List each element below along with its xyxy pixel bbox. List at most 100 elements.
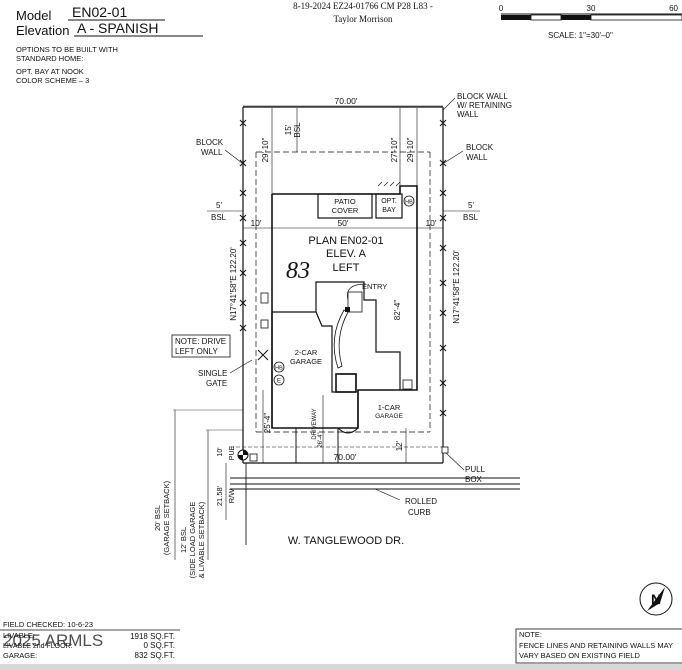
driveway-length-dim: 26'-4" [318, 432, 324, 447]
rear-bsl-dim: 15' [284, 124, 293, 135]
side-left-dim: 10' [250, 218, 261, 228]
block-wall-right-2: WALL [466, 153, 488, 162]
patio-label-1: PATIO [334, 197, 356, 206]
model-label: Model [16, 8, 52, 23]
bsl-side-3: & LIVABLE SETBACK) [197, 501, 206, 578]
right-bearing: N17°41'58"E 122.20' [452, 250, 461, 324]
single-gate [229, 349, 269, 374]
front-left-dim: 25'-4" [263, 413, 272, 434]
hose-bib-top [403, 195, 415, 207]
plan-name: PLAN EN02-01 [308, 235, 383, 247]
scale-tick-30: 30 [587, 4, 596, 13]
house-footprint [271, 185, 418, 429]
entry-label: ENTRY [362, 282, 387, 291]
livable2nd-value: 0 SQ.FT. [143, 641, 175, 650]
side-right-dim: 10' [425, 218, 436, 228]
single-gate-label-1: SINGLE [198, 369, 227, 378]
watermark: 2025 ARMLS [3, 631, 103, 650]
hose-bib-left-label: HB [275, 366, 283, 372]
elevation-label: Elevation [16, 23, 69, 38]
note-drive-2: LEFT ONLY [175, 347, 218, 356]
lot-boundary [242, 106, 444, 464]
street-name: W. TANGLEWOOD DR. [288, 535, 404, 547]
left-bearing: N17°41'58"E 122.20' [229, 247, 238, 321]
field-checked: FIELD CHECKED: 10-6-23 [3, 620, 93, 629]
opt-bay-label-2: BAY [382, 207, 396, 214]
hose-bib-top-label: HB [405, 200, 413, 206]
bsl-right-dim: 5' [468, 201, 474, 210]
rw-label: R/W [227, 488, 236, 504]
block-wall-left-2: WALL [201, 148, 223, 157]
bsl-garage-1: 20' BSL [153, 505, 162, 531]
livable-value: 1918 SQ.FT. [130, 632, 175, 641]
note-box [515, 628, 682, 664]
rear-left-dim: 29'-10" [261, 137, 270, 162]
pull-box-label-1: PULL [465, 465, 486, 474]
patio-cover [317, 193, 373, 219]
driveway-label: DRIVEWAY [312, 408, 318, 439]
electric-meter-label: E [277, 379, 281, 385]
livable2nd-label: LIVABLE 2nd FLOOR: [3, 643, 73, 650]
opt-bay [375, 193, 403, 219]
model-value: EN02-01 [72, 4, 127, 20]
front-right-dim: 12' [395, 440, 404, 451]
house-depth-dim: 82'-4" [393, 300, 402, 321]
note-drive-box [171, 334, 231, 358]
block-wall-left-1: BLOCK [196, 138, 224, 147]
pue-label: PUE [229, 445, 236, 460]
bsl-left-dim: 5' [216, 201, 222, 210]
note-line-2: VARY BASED ON EXISTING FIELD [519, 651, 640, 660]
block-wall-right-1: BLOCK [466, 143, 494, 152]
scale-bar: 0 30 60 SCALE: 1"=30'–0" [499, 4, 682, 40]
hose-bib-left [273, 361, 285, 373]
rolled-curb-label-2: CURB [408, 508, 431, 517]
builder-name: Taylor Morrison [333, 14, 393, 24]
garage1-label-2: GARAGE [375, 413, 403, 420]
bsl-right: BSL [463, 213, 479, 222]
scale-tick-0: 0 [499, 4, 504, 13]
bottom-width-dim: 70.00' [334, 452, 357, 462]
garage-value: 832 SQ.FT. [135, 651, 175, 660]
note-drive-1: NOTE: DRIVE [175, 337, 226, 346]
pue-dim: 10' [217, 447, 224, 456]
pull-box [441, 446, 449, 454]
livable-label: LIVABLE: [3, 631, 35, 640]
note-line-1: FENCE LINES AND RETAINING WALLS MAY [519, 641, 673, 650]
elevation-value: A - SPANISH [77, 20, 158, 36]
bsl-side-2: (SIDE LOAD GARAGE [188, 502, 197, 579]
note-title: NOTE: [519, 630, 542, 639]
bsl-garage-2: (GARAGE SETBACK) [162, 480, 171, 555]
opt-bay-label-1: OPT. [381, 198, 397, 205]
rear-mid-dim: 27'-10" [390, 137, 399, 162]
patio-label-2: COVER [332, 206, 359, 215]
block-wall-retaining-2: W/ RETAINING [457, 101, 512, 110]
rear-right-dim: 29'-10" [406, 137, 415, 162]
garage-step [335, 373, 357, 393]
block-wall-retaining-3: WALL [457, 110, 479, 119]
house-width-dim: 50' [337, 218, 348, 228]
lot-number: 83 [286, 258, 310, 284]
single-gate-label-2: GATE [206, 379, 227, 388]
block-wall-retaining-1: BLOCK WALL [457, 92, 508, 101]
option-2: COLOR SCHEME – 3 [16, 76, 89, 85]
north-arrow: N [639, 582, 673, 616]
top-width-dim: 70.00' [335, 96, 358, 106]
bsl-side-1: 12' BSL [179, 527, 188, 553]
plan-handing: LEFT [333, 262, 360, 274]
setback-lines [255, 151, 431, 433]
north-arrow-label: N [651, 591, 661, 607]
options-line-2: STANDARD HOME: [16, 54, 83, 63]
scale-tick-60: 60 [669, 4, 678, 13]
garage1-label-1: 1-CAR [378, 403, 401, 412]
options-line-1: OPTIONS TO BE BUILT WITH [16, 45, 118, 54]
scale-text: SCALE: 1"=30'–0" [548, 31, 613, 40]
garage-label: GARAGE: [3, 651, 37, 660]
entry-stoop [347, 291, 363, 313]
driveway [295, 427, 359, 463]
rolled-curb-label-1: ROLLED [405, 497, 437, 506]
plan-elevation: ELEV. A [326, 248, 367, 260]
block-wall-marks [239, 119, 447, 417]
permit-line: 8-19-2024 EZ24-01766 CM P28 L83 - [293, 1, 433, 11]
electric-meter [273, 374, 285, 386]
